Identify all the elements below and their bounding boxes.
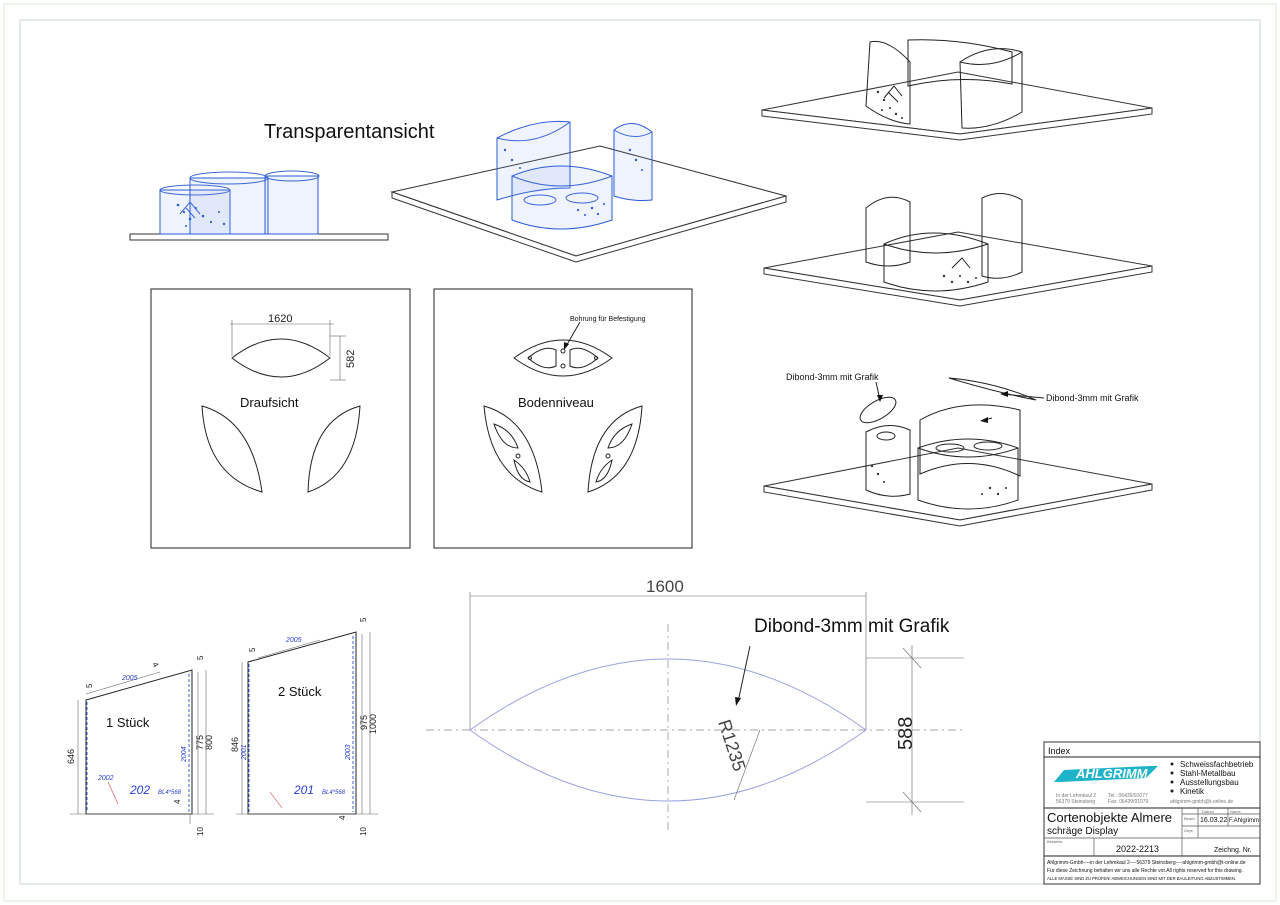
panel-2-right-edge-dim: 2003	[345, 744, 352, 761]
project-title: Cortenobjekte Almere	[1047, 810, 1172, 825]
service-4: Kinetik	[1180, 787, 1205, 796]
panel-2-drawing	[236, 631, 378, 815]
company-logo: AHLGRIMM	[1075, 766, 1149, 781]
isometric-view-2	[763, 193, 1153, 307]
drawing-number: 2022-2213	[1116, 844, 1159, 854]
transparent-isometric-view	[390, 120, 788, 263]
panel-1-bottom-tick: 4	[173, 799, 182, 804]
panel-1-bottom-dim: 10	[196, 827, 205, 836]
isometric-exploded-view	[763, 377, 1153, 527]
panel-1-bl-note: BL4*568	[158, 790, 182, 796]
isometric-view-1	[761, 39, 1153, 141]
fax: Fax: 06439/91079	[1108, 799, 1149, 805]
top-view-width-dim: 1620	[268, 313, 292, 325]
panel-1-height-left: 646	[66, 749, 76, 764]
panel-2-top-slope-dim: 2005	[285, 637, 302, 644]
panel-1-left-edge-dim: 2002	[97, 775, 114, 782]
sheet-frame	[19, 19, 1261, 885]
transparent-view-title: Transparentansicht	[264, 121, 435, 143]
floor-level-panel	[433, 288, 693, 549]
lens-height-dim: 588	[895, 717, 917, 750]
drawing-author: F.Ahlgrimm	[1229, 818, 1259, 824]
index-label: Index	[1048, 746, 1071, 756]
sheet-outer-border	[3, 3, 1277, 902]
panel-2-left-edge-dim: 2001	[241, 744, 248, 761]
email: ahlgrimm-gmbh@t-online.de	[1170, 799, 1233, 805]
lens-radius-dim: R1235	[714, 717, 749, 774]
drawn-label: Bearb.	[1184, 816, 1196, 821]
panel-1-height-right-b: 800	[204, 735, 214, 750]
drawing-no-label: Zeichng. Nr.	[1214, 847, 1252, 854]
lens-width-dim: 1600	[646, 577, 684, 596]
address-line-1: In der Lehmkaul 2	[1056, 793, 1096, 799]
order-label: Bestellnr.	[1047, 839, 1063, 844]
address-line-2: 56379 Steinsberg	[1056, 799, 1095, 805]
dibond-label-left: Dibond-3mm mit Grafik	[786, 372, 879, 382]
top-view-depth-dim: 582	[345, 350, 357, 368]
transparent-side-elevation	[129, 170, 389, 241]
footer-line-3: ALLE MASSE SIND ZU PRÜFEN! ABWEICHUNGEN …	[1047, 876, 1236, 881]
footer-line-2: Für diese Zeichnung behalten wir uns all…	[1047, 868, 1243, 874]
panel-1-top-slope-dim: 2005	[121, 675, 138, 682]
date-label: Datum	[1202, 809, 1214, 814]
panel-1-drawing	[70, 669, 214, 824]
panel-2-top-offset-right: 5	[359, 617, 368, 622]
panel-1-right-edge-dim: 2004	[181, 746, 188, 763]
panel-2-top-offset: 5	[248, 647, 257, 652]
panel-1-tick: 4	[150, 661, 160, 670]
dibond-label-right: Dibond-3mm mit Grafik	[1046, 393, 1139, 403]
panel-1-quantity: 1 Stück	[106, 715, 150, 730]
floor-level-label: Bodenniveau	[518, 395, 594, 410]
panel-1-top-offset: 5	[85, 683, 94, 688]
lens-material-label: Dibond-3mm mit Grafik	[754, 616, 950, 637]
panel-2-height-right-a: 975	[359, 715, 369, 730]
panel-2-height-right-b: 1000	[368, 714, 378, 734]
top-view-panel	[150, 288, 411, 549]
project-subtitle: schräge Display	[1047, 826, 1118, 837]
company-logo-mark	[1054, 766, 1158, 782]
drill-note: Bohrung für Befestigung	[570, 316, 646, 323]
panel-1-part-no: 202	[129, 783, 150, 797]
name-label: Name	[1230, 809, 1241, 814]
service-1: Schweissfachbetrieb	[1180, 760, 1254, 769]
panel-1-top-offset-right: 5	[196, 655, 205, 660]
checked-label: Gepr.	[1184, 828, 1194, 833]
top-view-label: Draufsicht	[240, 395, 299, 410]
footer-line-1: Ahlgrimm-Gmbh----in der Lehmkaul 2----56…	[1047, 860, 1246, 866]
panel-2-part-no: 201	[293, 783, 314, 797]
lens-detail-drawing	[426, 592, 966, 834]
phone: Tel.: 06439/91077	[1108, 793, 1148, 799]
panel-2-height-left: 846	[230, 737, 240, 752]
title-block: AHLGRIMM	[1043, 741, 1261, 885]
panel-2-bl-note: BL4*568	[322, 790, 346, 796]
panel-2-bottom-tick: 4	[338, 815, 347, 820]
panel-1-height-right-a: 775	[195, 735, 205, 750]
panel-2-quantity: 2 Stück	[278, 684, 322, 699]
panel-2-bottom-dim: 10	[359, 827, 368, 836]
service-2: Stahl-Metallbau	[1180, 769, 1236, 778]
service-3: Ausstellungsbau	[1180, 778, 1239, 787]
drawing-date: 16.03.22	[1200, 817, 1227, 824]
